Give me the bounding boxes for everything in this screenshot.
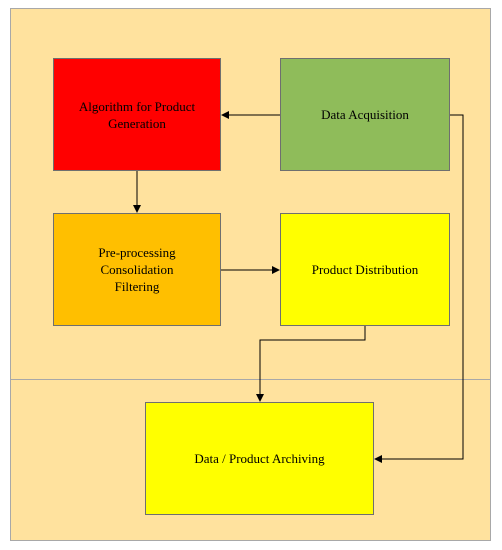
arrow-distribution-to-archiving [256,326,366,402]
data-product-archiving-box: Data / Product Archiving [145,402,374,515]
algorithm-for-product-generation-box: Algorithm for Product Generation [53,58,221,171]
arrow-acquisition-to-archiving [374,114,464,463]
data-acquisition-box: Data Acquisition [280,58,450,171]
preprocessing-box: Pre-processing Consolidation Filtering [53,213,221,326]
product-distribution-box: Product Distribution [280,213,450,326]
